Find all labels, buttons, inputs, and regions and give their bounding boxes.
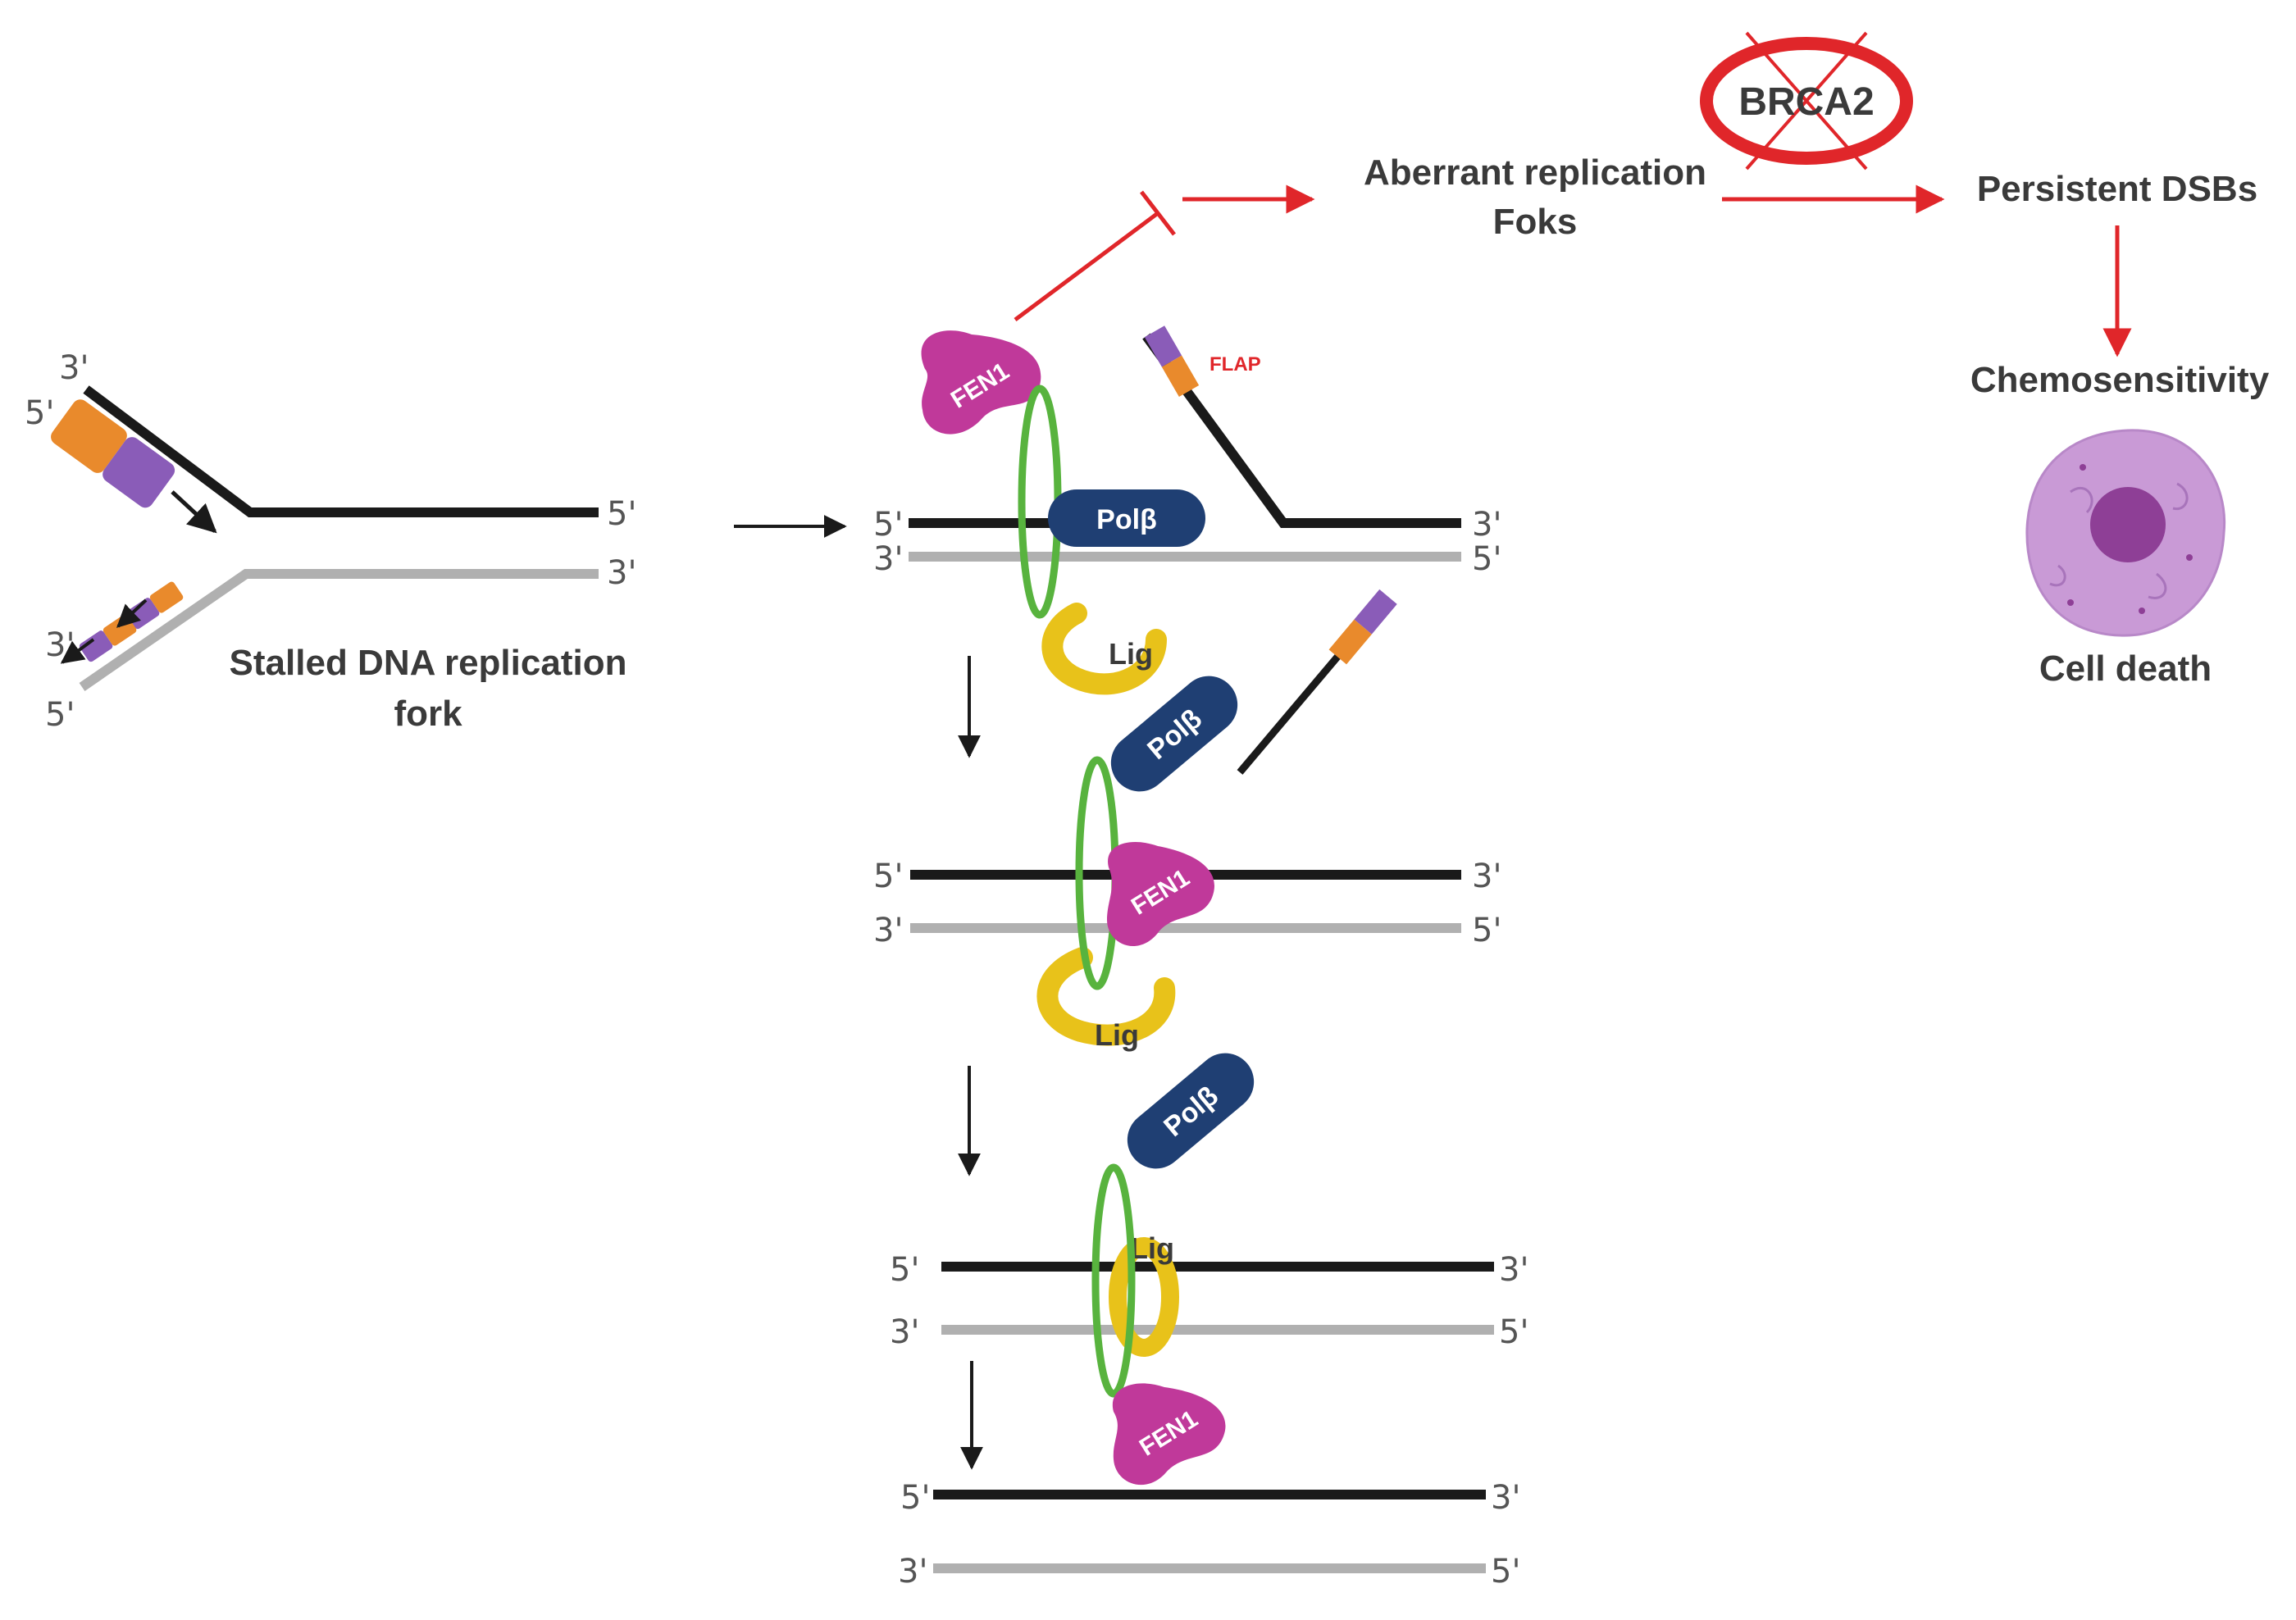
- okazaki-arrow-2: [60, 638, 95, 664]
- stage1-end-5-left: 5': [873, 506, 903, 544]
- cell-nucleus: [2090, 487, 2166, 562]
- stage1-top-strand-flap: [1142, 333, 1461, 528]
- stage4-end-3-left: 3': [898, 1553, 927, 1590]
- stage2-end-5-left: 5': [873, 858, 903, 895]
- stage2-end-3-right: 3': [1472, 858, 1501, 895]
- cell-illustration: [2025, 429, 2226, 637]
- stage1-polb: [1048, 489, 1205, 547]
- stage2-lig: [1036, 947, 1176, 1046]
- primer-purple: [102, 437, 175, 508]
- stage1-lig-label: Lig: [1109, 637, 1153, 671]
- stage3-fen1: [1112, 1383, 1226, 1486]
- brca2-cross-2: [1745, 31, 1868, 171]
- stage-2: Polβ Lig FEN1 5' 3' 3' 5': [873, 589, 1501, 1052]
- stage3-polb: Polβ: [1127, 1053, 1255, 1169]
- fork-leading-strand: [83, 385, 599, 517]
- cell-organelles: [2049, 482, 2189, 599]
- persistent-dsbs-label: Persistent DSBs: [1977, 169, 2257, 209]
- stage3-lig-label: Lig: [1130, 1231, 1174, 1265]
- stage2-end-5-right: 5': [1472, 912, 1501, 949]
- stage3-end-5-left: 5': [890, 1251, 919, 1289]
- fork-end-5-right: 5': [607, 495, 636, 533]
- stage1-end-5-right: 5': [1472, 540, 1501, 578]
- fork-arrow: [171, 490, 217, 534]
- stage2-lig-label: Lig: [1095, 1018, 1139, 1052]
- stage3-end-5-right: 5': [1499, 1313, 1528, 1351]
- brca2-pathway: Aberrant replication Foks BRCA2 Persiste…: [1014, 31, 2270, 689]
- stage4-end-5-left: 5': [900, 1479, 930, 1517]
- stage4-end-5-right: 5': [1491, 1553, 1520, 1590]
- stalled-fork-label: Stalled DNA replication: [230, 643, 627, 683]
- fork-end-3-bottom: 3': [45, 626, 75, 664]
- fork-end-3-right: 3': [607, 554, 636, 592]
- brca2-circle: [1700, 37, 1913, 165]
- stage4-end-3-right: 3': [1491, 1479, 1520, 1517]
- stage1-lig: [1041, 603, 1167, 695]
- cell-death-label: Cell death: [2039, 648, 2212, 689]
- stage3-lig: [1109, 1237, 1179, 1357]
- fork-lagging-strand: [79, 569, 599, 691]
- primer-orange: [51, 399, 127, 473]
- aberrant-label-2: Foks: [1493, 202, 1578, 242]
- aberrant-label: Aberrant replication: [1364, 152, 1706, 193]
- stalled-fork: 3' 5' 5' 3' 3' 5' Stalled DNA replicatio…: [25, 349, 636, 734]
- stage-3: Polβ Lig FEN1 5' 3' 3' 5': [890, 1053, 1528, 1486]
- chemosensitivity-label: Chemosensitivity: [1970, 360, 2270, 400]
- fork-end-3-top: 3': [59, 349, 89, 387]
- stage1-polb-label: Polβ: [1096, 504, 1157, 535]
- stage2-released-flap: [1237, 653, 1342, 775]
- stage3-end-3-right: 3': [1499, 1251, 1528, 1289]
- fork-end-5-bottom: 5': [45, 696, 75, 734]
- stage2-flap-tip: [1328, 589, 1397, 665]
- stage3-clamp: [1091, 1163, 1136, 1398]
- inhibition-bar: [1140, 190, 1176, 236]
- primer-block: [51, 399, 175, 508]
- stage-4: 5' 3' 3' 5': [898, 1479, 1520, 1590]
- flap-label: FLAP: [1210, 353, 1261, 375]
- flap-tip: [1144, 325, 1200, 398]
- fork-end-5-top: 5': [25, 394, 54, 432]
- stage1-fen1: [921, 330, 1041, 435]
- stage1-end-3-right: 3': [1472, 506, 1501, 544]
- stage3-end-3-left: 3': [890, 1313, 919, 1351]
- brca2-label: BRCA2: [1738, 80, 1874, 124]
- stage-1: FLAP FEN1 Lig Polβ 5' 3' 3' 5': [873, 325, 1501, 695]
- stage2-end-3-left: 3': [873, 912, 903, 949]
- stage2-fen1: [1107, 842, 1215, 947]
- stage1-end-3-left: 3': [873, 540, 903, 578]
- stage1-clamp: [1018, 385, 1062, 619]
- okazaki-arrow-1: [116, 598, 148, 628]
- stalled-fork-label-2: fork: [394, 694, 462, 734]
- inhibition-line: [1014, 211, 1159, 322]
